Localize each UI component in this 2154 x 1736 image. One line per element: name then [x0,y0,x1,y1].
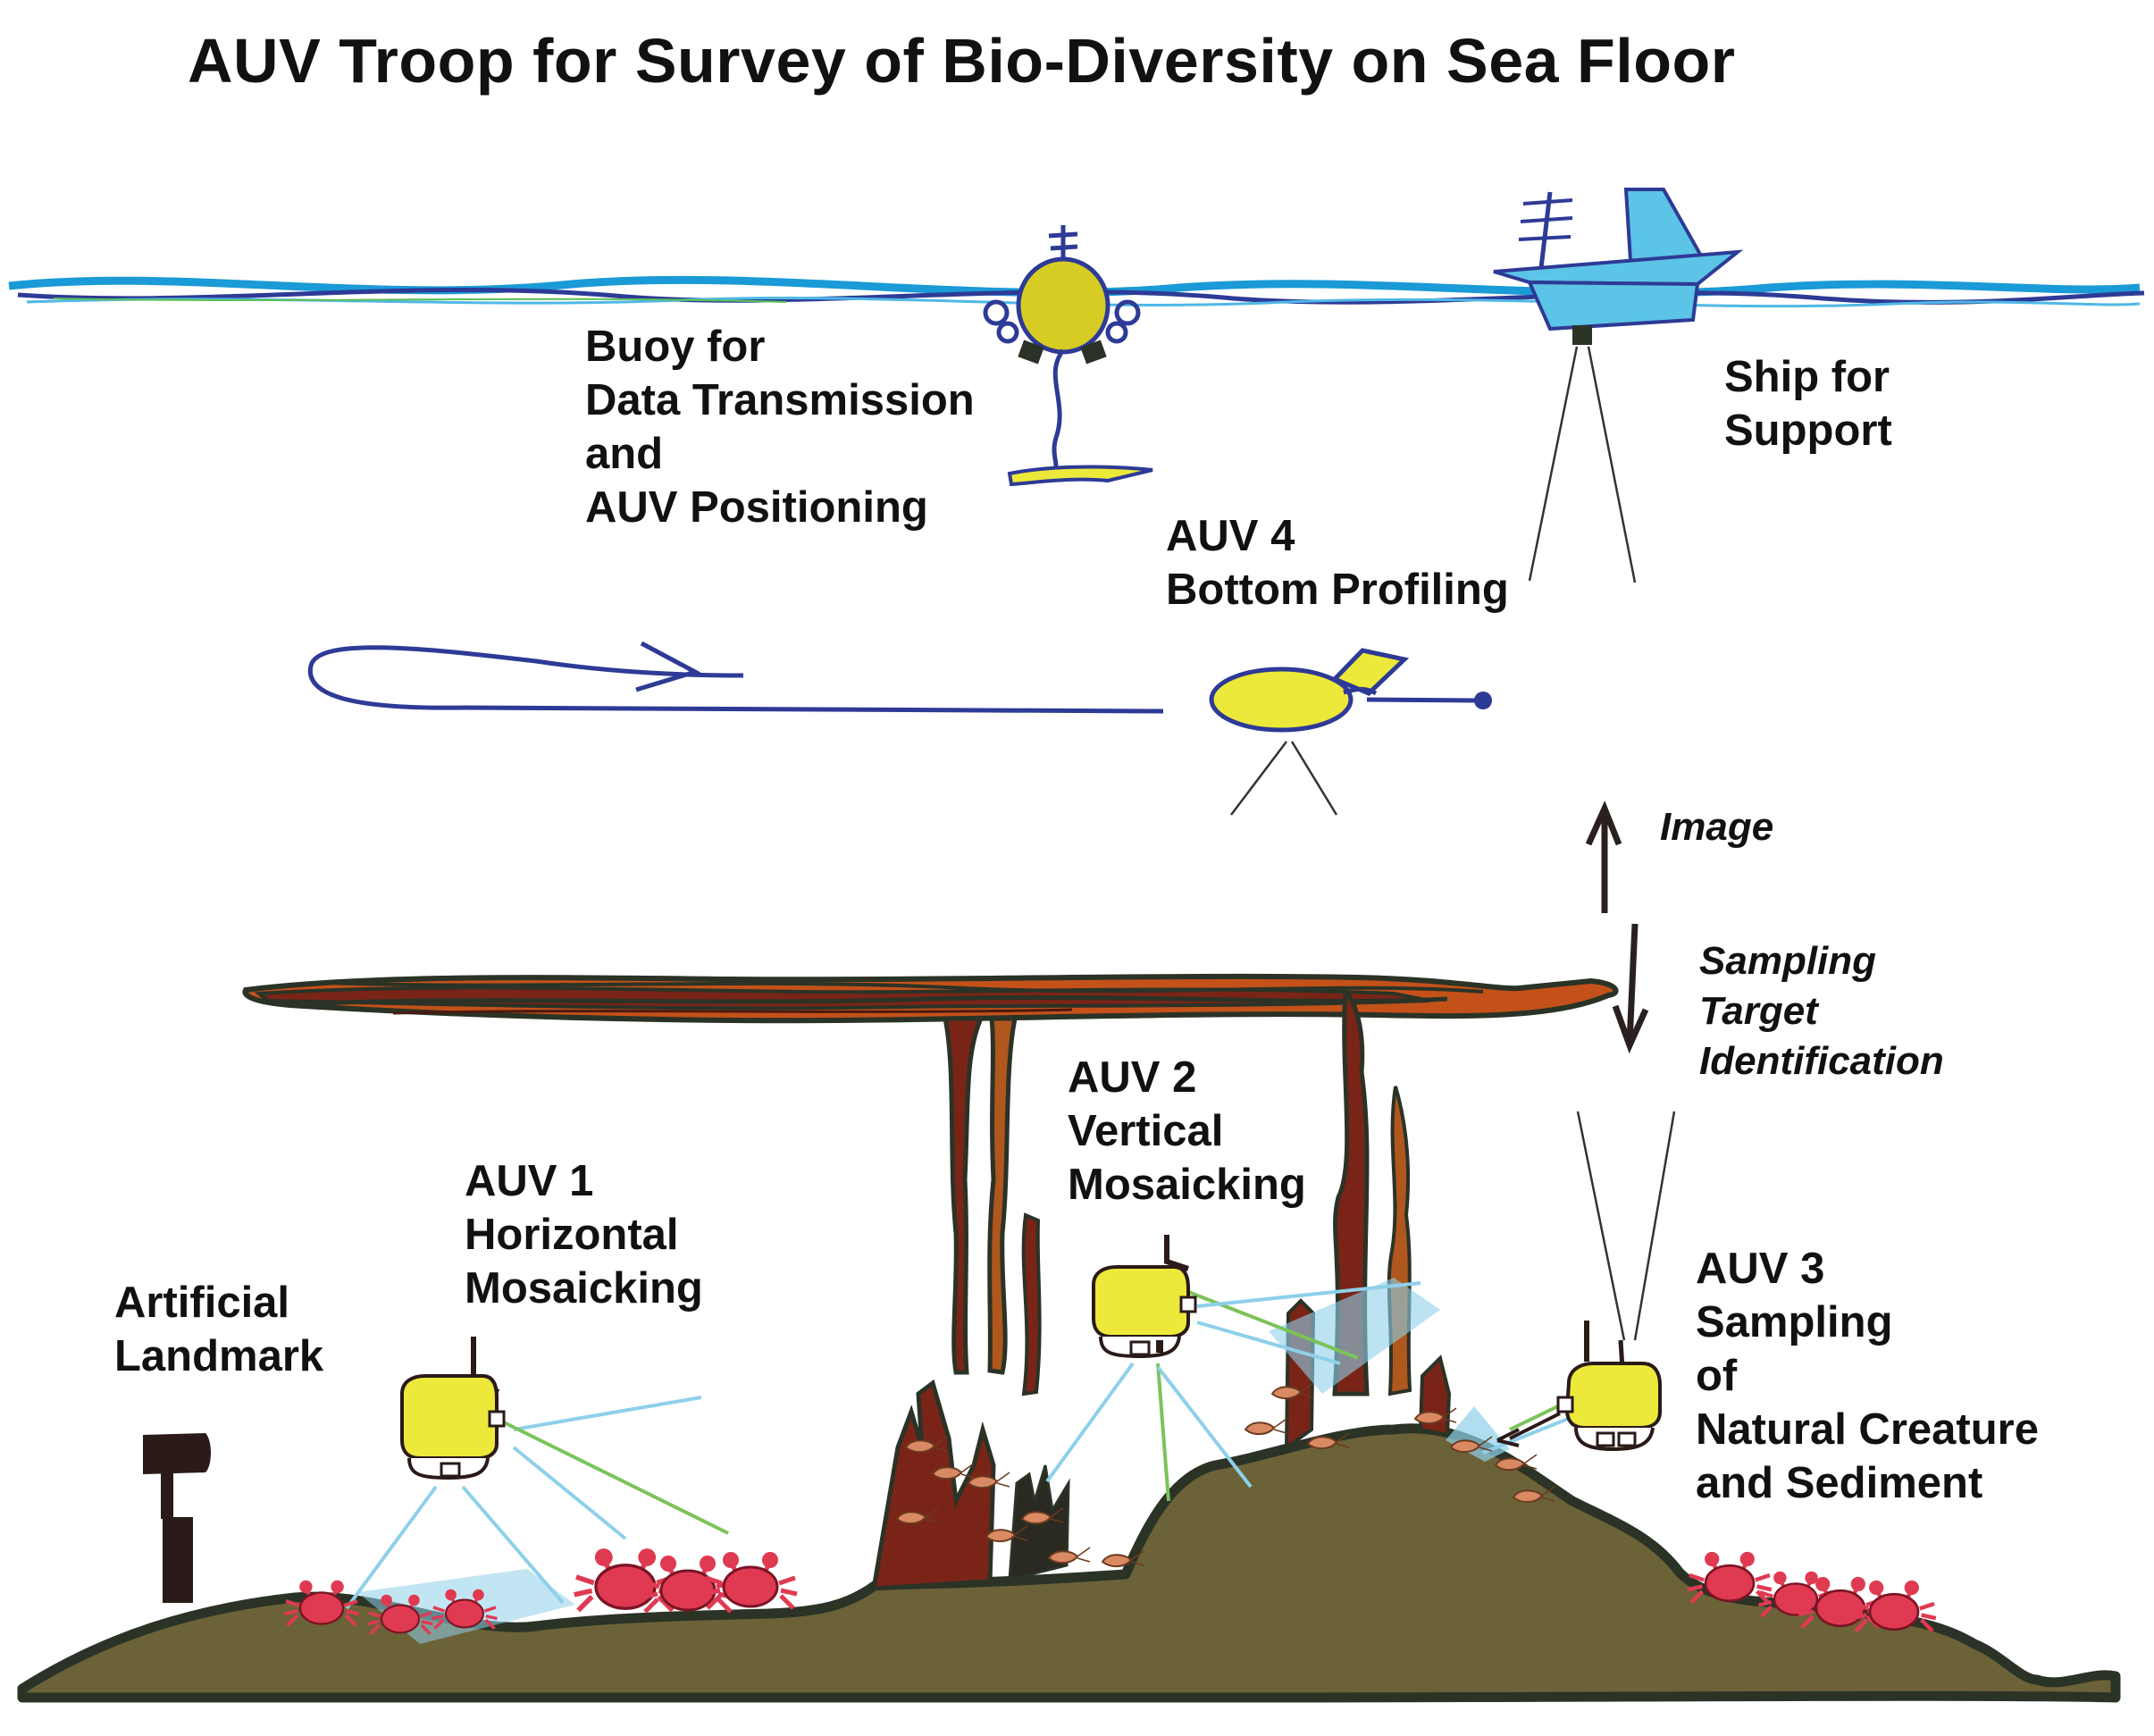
auv2-label-line: Mosaicking [1068,1161,1306,1209]
sampling-arrow-label: Sampling Target Identification [1699,936,1944,1086]
crab-icon [1851,1580,1937,1633]
auv1-label-line: Mosaicking [465,1264,703,1312]
shrimp-icon [895,1507,939,1524]
buoy-label-line: Data Transmission [585,376,975,424]
crab-group [283,1548,1937,1636]
shrimp-icon [1413,1407,1457,1424]
crab-icon [703,1552,798,1610]
shrimp-icon [967,1472,1010,1489]
ship-label-line: Support [1724,407,1892,455]
shrimp-icon [1270,1382,1314,1399]
sampling-label-line: Sampling [1699,939,1877,983]
landmark-label-line: Landmark [114,1332,324,1380]
ship-label-line: Ship for [1724,353,1890,401]
sampling-label-line: Target [1699,989,1818,1033]
buoy-label-line: and [585,430,664,478]
image-arrow [1585,801,1622,913]
artificial-landmark [143,1433,211,1603]
ship-illustration [1493,188,1744,583]
buoy-illustration [983,225,1153,487]
auv3-illustration [1496,1321,1662,1452]
auv4-illustration [1209,648,1492,816]
auv2-label: AUV 2 Vertical Mosaicking [1068,1051,1306,1212]
auv4-label: AUV 4 Bottom Profiling [1166,509,1509,616]
diagram-title: AUV Troop for Survey of Bio-Diversity on… [188,26,1736,96]
shrimp-icon [1101,1550,1144,1567]
buoy-label: Buoy for Data Transmission and AUV Posit… [585,320,975,534]
auv4-path [307,641,1164,714]
shrimp-icon [1020,1507,1064,1524]
crab-icon [574,1548,677,1613]
landmark-label-line: Artificial [114,1279,290,1327]
shrimp-icon [1449,1436,1493,1453]
shrimp-icon [985,1525,1028,1542]
auv1-label-line: Horizontal [465,1211,679,1259]
auv3-label-line: Natural Creature [1696,1405,2039,1454]
ship-label: Ship for Support [1724,350,1892,457]
shrimp-icon [1512,1486,1555,1503]
auv1-illustration [400,1337,506,1480]
auv3-label-line: of [1696,1352,1738,1400]
auv2-label-line: AUV 2 [1068,1053,1197,1102]
sea-surface [8,275,2145,308]
rock-shelf [242,973,1619,1024]
shrimp-icon [904,1436,948,1453]
auv1-label-line: AUV 1 [465,1157,594,1205]
image-arrow-label: Image [1660,805,1774,849]
auv2-label-line: Vertical [1068,1107,1224,1155]
buoy-label-line: AUV Positioning [585,483,928,532]
auv4-label-line: Bottom Profiling [1166,566,1509,614]
shrimp-icon [1306,1432,1350,1449]
shrimp-group [895,1382,1555,1567]
auv1-label: AUV 1 Horizontal Mosaicking [465,1154,703,1315]
sampling-arrow [1612,923,1649,1054]
crab-icon [283,1580,360,1627]
crab-icon [367,1594,433,1636]
shrimp-icon [1047,1547,1091,1564]
auv4-label-line: AUV 4 [1166,512,1295,560]
auv3-label-line: AUV 3 [1696,1245,1825,1293]
shrimp-icon [1494,1454,1538,1471]
shrimp-icon [931,1463,975,1480]
shrimp-icon [1244,1418,1287,1435]
auv3-label-line: Sampling [1696,1298,1893,1346]
auv3-label: AUV 3 Sampling of Natural Creature and S… [1696,1242,2039,1510]
buoy-label-line: Buoy for [585,323,766,371]
sampling-label-line: Identification [1699,1039,1944,1083]
crab-icon [1798,1576,1883,1630]
crab-icon [1687,1551,1773,1605]
crab-icon [432,1589,498,1631]
auv2-illustration [1092,1235,1197,1359]
landmark-label: Artificial Landmark [114,1276,323,1383]
auv3-label-line: and Sediment [1696,1459,1983,1507]
